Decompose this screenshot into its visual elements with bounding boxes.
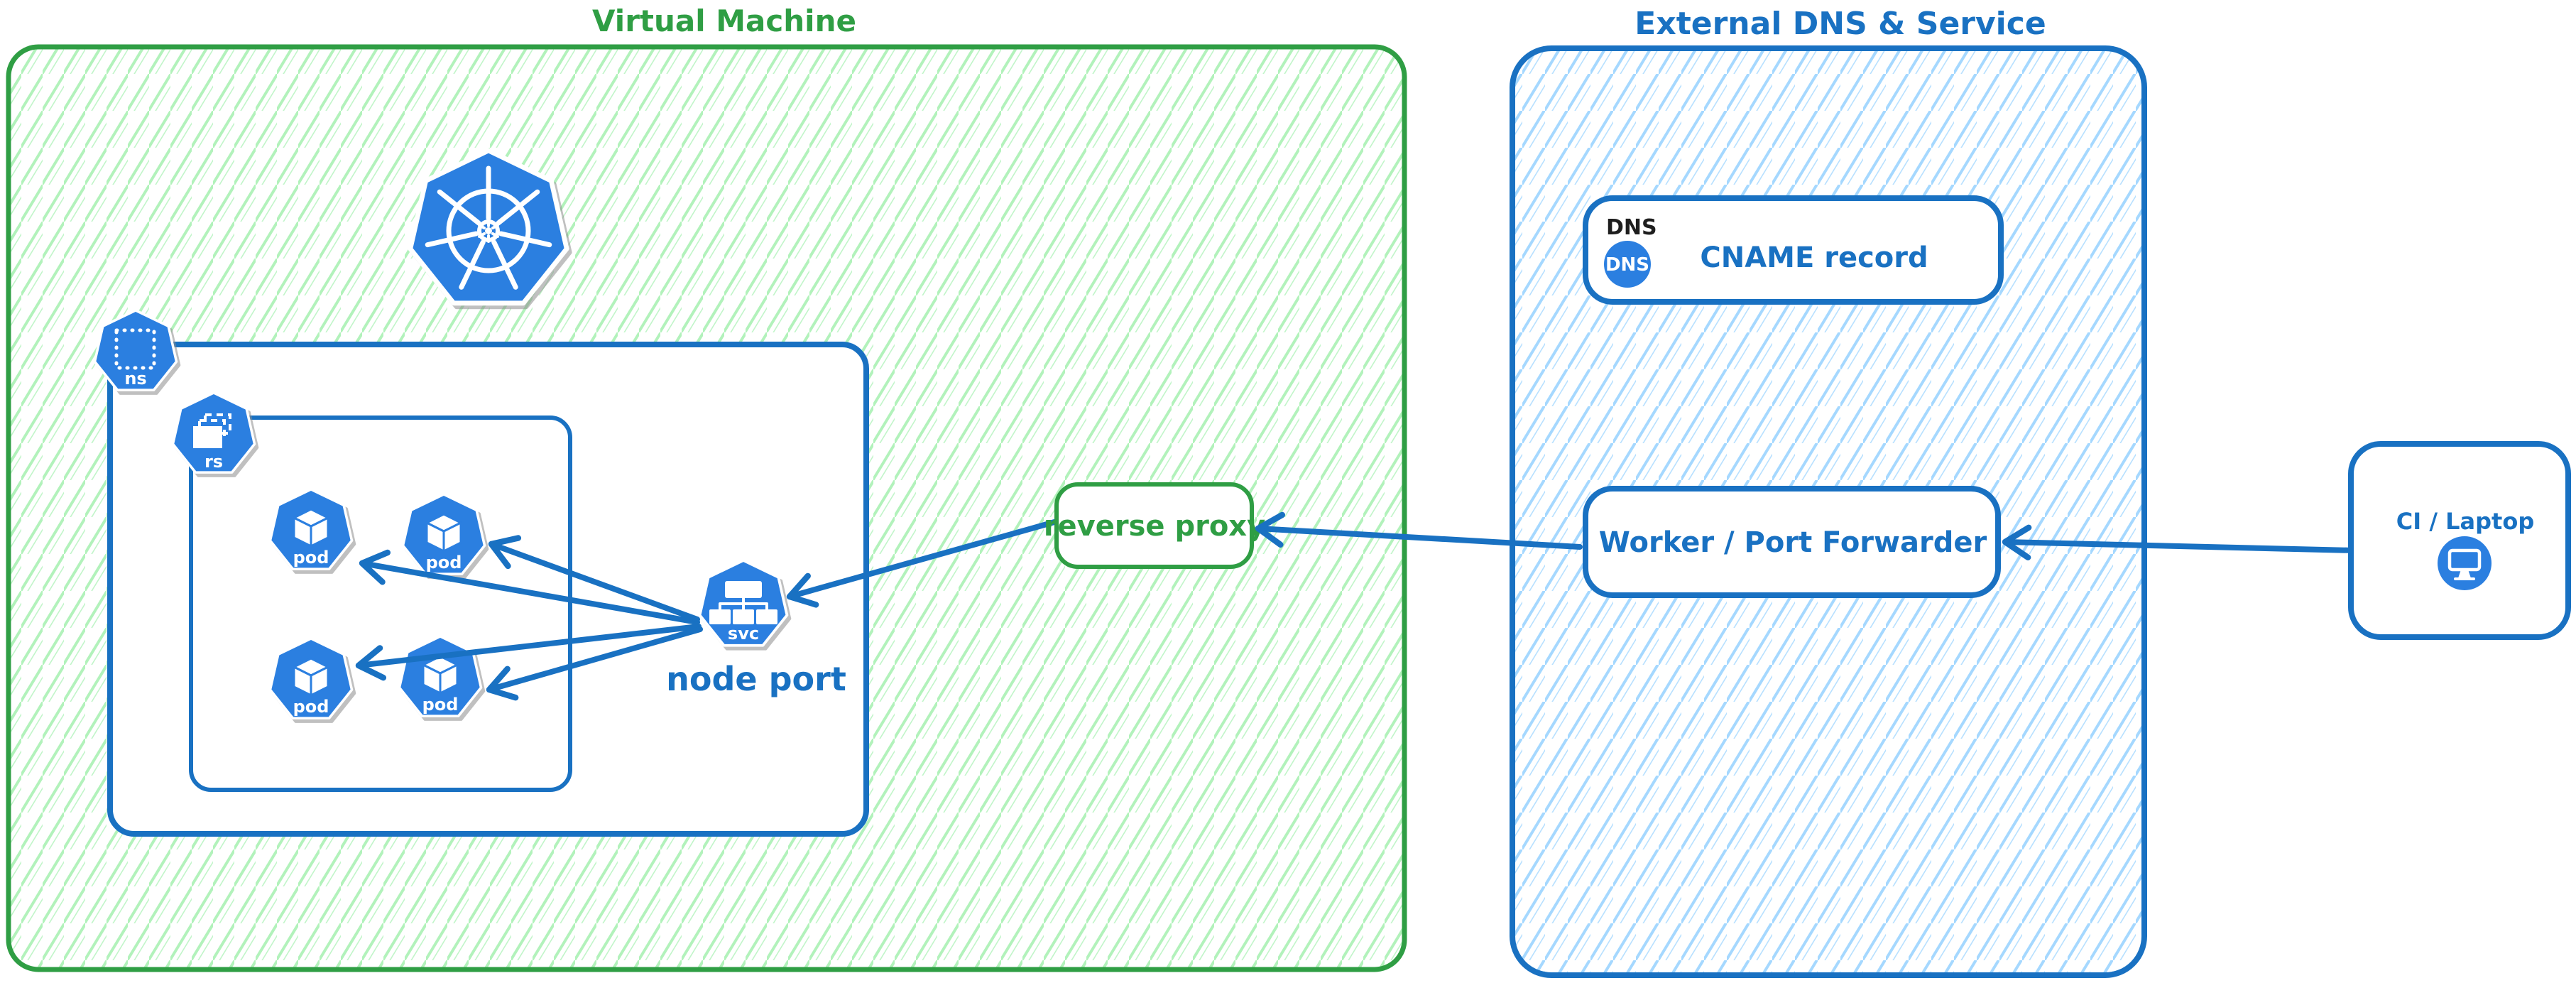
service-icon-label: svc bbox=[728, 624, 759, 643]
dns-badge-icon bbox=[1604, 241, 1651, 288]
arrow-svc-to-pod-2 bbox=[488, 535, 700, 622]
pod-icon: pod bbox=[268, 637, 354, 719]
external-dns-group: External DNS & Service DNS DNS CNAME rec… bbox=[1510, 6, 2147, 978]
reverse-proxy-box bbox=[1054, 482, 1254, 569]
pod-icon-label: pod bbox=[293, 548, 329, 567]
pod-icon: pod bbox=[268, 488, 354, 570]
replicaset-icon: rs bbox=[171, 391, 256, 474]
arrow-svc-to-pod-4 bbox=[486, 626, 703, 701]
arrow-svc-to-pod-1 bbox=[359, 549, 700, 625]
dns-card-box bbox=[1583, 195, 2004, 305]
pod-icon-label: pod bbox=[422, 695, 459, 715]
pod-icon-label: pod bbox=[426, 553, 462, 572]
ci-laptop-label: CI / Laptop bbox=[2396, 508, 2534, 535]
worker-card: Worker / Port Forwarder bbox=[1583, 486, 2001, 598]
external-group-title: External DNS & Service bbox=[1634, 6, 2046, 42]
worker-card-box bbox=[1583, 486, 2001, 598]
dns-tag-label: DNS bbox=[1606, 215, 1657, 240]
pod-icon: pod bbox=[398, 635, 483, 717]
vm-group-title: Virtual Machine bbox=[592, 4, 856, 38]
reverse-proxy-label: reverse proxy bbox=[1044, 510, 1265, 543]
kubernetes-logo-icon bbox=[410, 151, 567, 303]
ci-laptop-node: CI / Laptop bbox=[2348, 441, 2571, 640]
node-port-label: node port bbox=[666, 660, 846, 698]
arrow-svc-to-pod-3 bbox=[355, 624, 702, 681]
arrow-ci-to-worker bbox=[2002, 524, 2357, 560]
replicaset-icon-label: rs bbox=[204, 452, 223, 472]
arrow-worker-to-reverse-proxy bbox=[1255, 511, 1583, 550]
namespace-icon: ns bbox=[93, 309, 178, 391]
laptop-icon bbox=[2438, 536, 2492, 590]
vm-group: Virtual Machine bbox=[6, 4, 1407, 972]
replicaset-box bbox=[189, 416, 572, 792]
cname-record-label: CNAME record bbox=[1700, 241, 1928, 274]
namespace-icon-label: ns bbox=[124, 369, 146, 389]
pod-icon: pod bbox=[401, 493, 486, 575]
reverse-proxy-node: reverse proxy bbox=[1044, 482, 1265, 569]
worker-label: Worker / Port Forwarder bbox=[1599, 526, 1987, 559]
dns-cname-card: DNS DNS CNAME record bbox=[1583, 195, 2004, 305]
arrow-reverse-proxy-to-svc bbox=[786, 519, 1057, 608]
dns-badge-label: DNS bbox=[1605, 254, 1649, 276]
service-icon: svc bbox=[698, 559, 789, 647]
pod-icon-label: pod bbox=[293, 697, 329, 717]
